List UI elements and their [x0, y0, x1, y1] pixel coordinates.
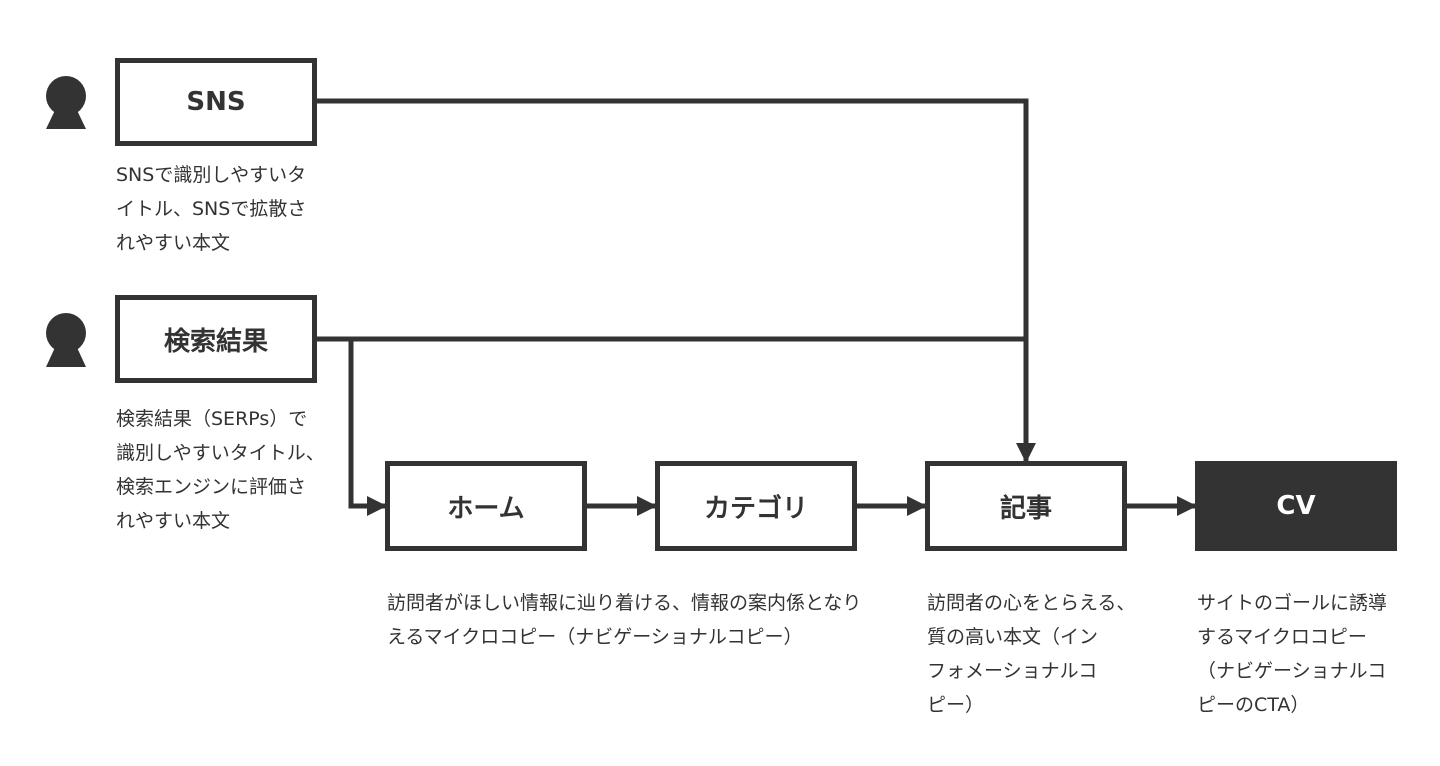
- connector-sns-to-article: [315, 98, 1036, 463]
- node-category: カテゴリ: [655, 461, 857, 551]
- person-keyhole-icon: [46, 313, 86, 367]
- connector-search-to-home: [348, 339, 387, 516]
- person-keyhole-icon: [46, 76, 86, 129]
- description-navigation: 訪問者がほしい情報に辿り着ける、情報の案内係となり えるマイクロコピー（ナビゲー…: [387, 592, 862, 648]
- node-article: 記事: [925, 461, 1127, 551]
- description-cv: サイトのゴールに誘導 するマイクロコピー （ナビゲーショナルコ ピーのCTA）: [1197, 592, 1388, 716]
- description-article: 訪問者の心をとらえる、 質の高い本文（イン フォメーショナルコ ピー）: [927, 592, 1136, 716]
- node-cv: CV: [1195, 461, 1397, 551]
- node-home: ホーム: [385, 461, 587, 551]
- node-search-results: 検索結果: [115, 295, 317, 383]
- description-search-results: 検索結果（SERPs）で 識別しやすいタイトル、 検索エンジンに評価さ れやすい…: [116, 408, 325, 532]
- description-sns: SNSで識別しやすいタ イトル、SNSで拡散さ れやすい本文: [116, 164, 307, 254]
- node-sns: SNS: [115, 58, 317, 146]
